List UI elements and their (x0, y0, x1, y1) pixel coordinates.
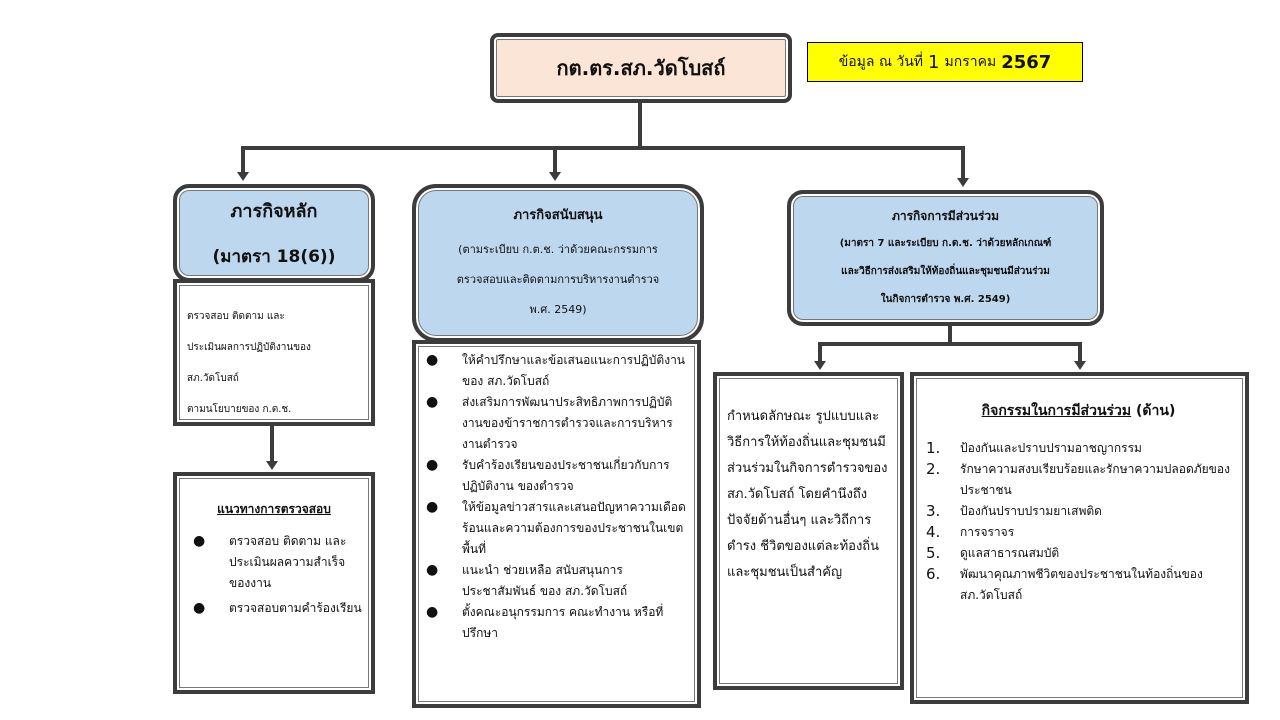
support-mission-header: ภารกิจสนับสนุน (ตามระเบียบ ก.ต.ช. ว่าด้ว… (412, 184, 704, 342)
item-text: แนะนำ ช่วยเหลือ สนับสนุนการประชาสัมพันธ์… (462, 563, 628, 598)
activities-suffix: (ด้าน) (1136, 403, 1176, 419)
item-text: รักษาความสงบเรียบร้อยและรักษาความปลอดภัย… (960, 462, 1230, 497)
connector (553, 146, 557, 174)
audit-guide-box: แนวทางการตรวจสอบ ● ตรวจสอบ ติดตาม และประเ… (173, 472, 375, 694)
item-number: 1. (926, 439, 941, 457)
connector (270, 425, 274, 463)
item-text: การจราจร (960, 525, 1015, 539)
body-line: สภ.วัดโบสถ์ (187, 373, 239, 384)
participation-mission-title: ภารกิจการมีส่วนร่วม (891, 209, 1000, 223)
item-number: 3. (926, 502, 941, 520)
subtitle-line: ตรวจสอบและติดตามการบริหารงานตำรวจ (456, 273, 660, 286)
list-item: ● ตั้งคณะอนุกรรมการ คณะทำงาน หรือที่ปรึกษ… (416, 602, 687, 644)
date-day: 1 (928, 51, 940, 73)
list-item: ● ตรวจสอบตามคำร้องเรียน (183, 598, 365, 619)
participation-description: กำหนดลักษณะ รูปแบบและวิธีการให้ท้องถิ่นแ… (727, 409, 888, 580)
org-title-box: กต.ตร.สภ.วัดโบสถ์ (490, 33, 792, 103)
list-item: 5. ดูแลสาธารณสมบัติ (926, 543, 1231, 564)
arrow-icon (814, 361, 826, 370)
subtitle-line: (ตามระเบียบ ก.ต.ช. ว่าด้วยคณะกรรมการ (458, 243, 658, 256)
support-mission-body: ● ให้คำปรึกษาและข้อเสนอแนะการปฏิบัติงาน ข… (412, 340, 701, 708)
item-text: ส่งเสริมการพัฒนาประสิทธิภาพการปฏิบัติงาน… (462, 395, 673, 451)
item-text: ตรวจสอบตามคำร้องเรียน (229, 601, 362, 615)
main-mission-title: ภารกิจหลัก (230, 201, 318, 222)
subtitle-line: (มาตรา 7 และระเบียบ ก.ต.ช. ว่าด้วยหลักเก… (839, 238, 1052, 249)
list-item: 6. พัฒนาคุณภาพชีวิตของประชาชนในท้องถิ่นขอ… (926, 564, 1231, 606)
list-item: 3. ป้องกันปราบปรามยาเสพติด (926, 501, 1231, 522)
participation-activities-box: กิจกรรมในการมีส่วนร่วม (ด้าน) 1. ป้องกันแ… (910, 372, 1249, 704)
date-prefix: ข้อมูล ณ วันที่ (838, 54, 924, 70)
list-item: ● รับคำร้องเรียนของประชาชนเกี่ยวกับการปฏิ… (416, 455, 687, 497)
item-text: ป้องกันปราบปรามยาเสพติด (960, 504, 1102, 518)
bullet-icon: ● (426, 499, 439, 515)
activities-heading: กิจกรรมในการมีส่วนร่วม (ด้าน) (926, 400, 1231, 422)
list-item: 2. รักษาความสงบเรียบร้อยและรักษาความปลอดภ… (926, 459, 1231, 501)
item-text: รับคำร้องเรียนของประชาชนเกี่ยวกับการปฏิบ… (462, 458, 670, 493)
subtitle-line: และวิธีการส่งเสริมให้ท้องถิ่นและชุมชนมีส… (841, 266, 1050, 277)
list-item: ● ให้ข้อมูลข่าวสารและเสนอปัญหาความเดือดร้… (416, 497, 687, 560)
list-item: 1. ป้องกันและปราบปรามอาชญากรรม (926, 438, 1231, 459)
connector (241, 146, 245, 174)
arrow-icon (237, 172, 249, 181)
date-note: ข้อมูล ณ วันที่ 1 มกราคม 2567 (807, 42, 1083, 82)
connector (1078, 342, 1082, 362)
participation-description-box: กำหนดลักษณะ รูปแบบและวิธีการให้ท้องถิ่นแ… (713, 372, 904, 690)
item-text: ตั้งคณะอนุกรรมการ คณะทำงาน หรือที่ปรึกษา (462, 605, 664, 640)
list-item: ● ตรวจสอบ ติดตาม และประเมินผลความสำเร็จขอ… (183, 531, 365, 594)
subtitle-line: พ.ศ. 2549) (529, 303, 587, 316)
date-year: 2567 (1001, 51, 1052, 73)
bullet-icon: ● (426, 562, 439, 578)
body-line: ตรวจสอบ ติดตาม และ (187, 311, 285, 322)
bullet-icon: ● (426, 394, 439, 410)
arrow-icon (266, 461, 278, 470)
bullet-icon: ● (426, 604, 439, 620)
connector (948, 325, 952, 345)
list-item: 4. การจราจร (926, 522, 1231, 543)
item-text: ให้คำปรึกษาและข้อเสนอแนะการปฏิบัติงาน ขอ… (462, 353, 686, 388)
connector (241, 146, 965, 150)
item-text: ตรวจสอบ ติดตาม และประเมินผลความสำเร็จของ… (229, 534, 347, 590)
body-line: ประเมินผลการปฏิบัติงานของ (187, 342, 311, 353)
arrow-icon (957, 178, 969, 187)
body-line: ตามนโยบายของ ก.ต.ช. (187, 404, 292, 415)
connector (818, 342, 822, 362)
org-title: กต.ตร.สภ.วัดโบสถ์ (556, 56, 726, 80)
connector (961, 146, 965, 180)
bullet-icon: ● (426, 457, 439, 473)
list-item: ● แนะนำ ช่วยเหลือ สนับสนุนการประชาสัมพันธ… (416, 560, 687, 602)
list-item: ● ส่งเสริมการพัฒนาประสิทธิภาพการปฏิบัติงา… (416, 392, 687, 455)
date-month: มกราคม (944, 54, 997, 70)
list-item: ● ให้คำปรึกษาและข้อเสนอแนะการปฏิบัติงาน ข… (416, 350, 687, 392)
participation-mission-header: ภารกิจการมีส่วนร่วม (มาตรา 7 และระเบียบ … (787, 190, 1104, 326)
arrow-icon (1074, 361, 1086, 370)
main-mission-header: ภารกิจหลัก (มาตรา 18(6)) (173, 184, 375, 282)
bullet-icon: ● (193, 533, 206, 549)
support-mission-title: ภารกิจสนับสนุน (513, 208, 603, 223)
connector (638, 102, 642, 148)
item-text: ให้ข้อมูลข่าวสารและเสนอปัญหาความเดือดร้อ… (462, 500, 686, 556)
item-number: 2. (926, 460, 941, 478)
bullet-icon: ● (426, 352, 439, 368)
bullet-icon: ● (193, 600, 206, 616)
audit-guide-title: แนวทางการตรวจสอบ (217, 502, 331, 516)
item-text: ป้องกันและปราบปรามอาชญากรรม (960, 441, 1142, 455)
connector (818, 342, 1082, 346)
item-number: 4. (926, 523, 941, 541)
subtitle-line: ในกิจการตำรวจ พ.ศ. 2549) (880, 294, 1011, 305)
item-text: พัฒนาคุณภาพชีวิตของประชาชนในท้องถิ่นของ … (960, 567, 1203, 602)
main-mission-subtitle: (มาตรา 18(6)) (212, 247, 336, 267)
activities-title: กิจกรรมในการมีส่วนร่วม (981, 403, 1132, 419)
item-number: 5. (926, 544, 941, 562)
item-number: 6. (926, 565, 941, 583)
main-mission-body: ตรวจสอบ ติดตาม และ ประเมินผลการปฏิบัติงา… (173, 279, 375, 426)
arrow-icon (549, 172, 561, 181)
item-text: ดูแลสาธารณสมบัติ (960, 546, 1060, 560)
